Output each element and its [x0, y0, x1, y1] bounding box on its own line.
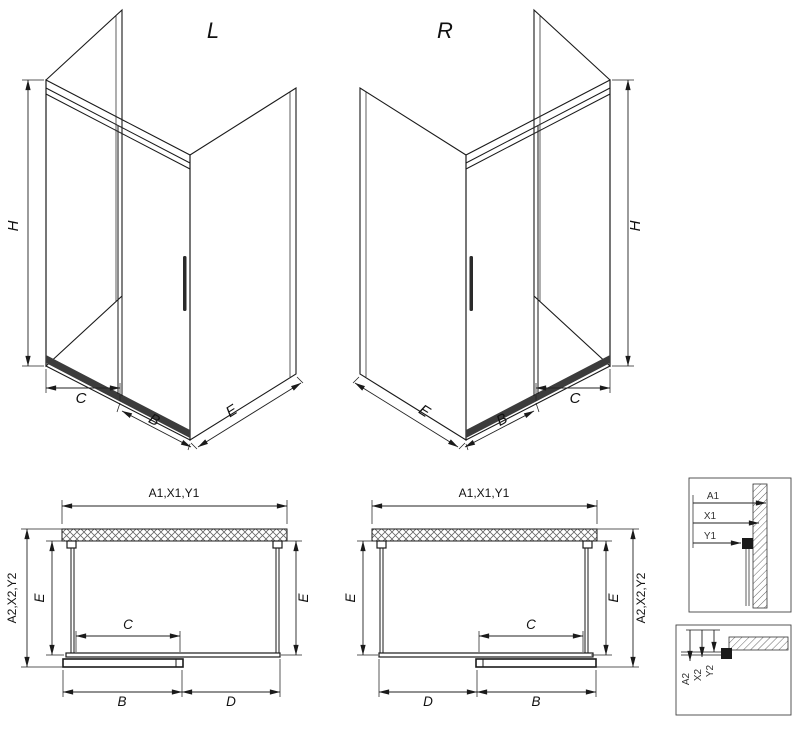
extension-lines — [46, 540, 65, 656]
dim-a2-right: A2,X2,Y2 — [596, 528, 648, 668]
dim-c-plan-right: C — [478, 617, 584, 652]
dimension-line — [354, 382, 459, 448]
sliding-door — [475, 658, 597, 668]
view-title-left: L — [207, 18, 219, 43]
glass-pane — [681, 651, 721, 656]
isometric-view-left: L H C B E — [5, 8, 304, 451]
dim-label-e: E — [296, 593, 311, 603]
side-glass-panel-left — [45, 8, 123, 368]
glass-clamp — [721, 648, 732, 659]
glass-pane — [745, 549, 750, 606]
dim-label-a2-group: A2,X2,Y2 — [634, 572, 648, 623]
dim-h-right: H — [612, 79, 644, 367]
dim-e-left: E — [190, 376, 304, 450]
dimension-line — [464, 410, 535, 448]
extension-lines — [478, 631, 584, 652]
side-glass-panel-left — [359, 87, 467, 441]
door-handle — [469, 256, 473, 311]
front-rail — [65, 652, 281, 658]
dim-label-e: E — [606, 593, 621, 603]
dim-label-y1: Y1 — [704, 531, 717, 542]
dimension-line — [197, 382, 302, 448]
extension-lines — [75, 631, 181, 652]
wall-mounting-bar — [61, 528, 288, 542]
dim-c-left: C — [45, 369, 121, 407]
extension-lines — [61, 500, 288, 524]
plan-view-left: A1,X1,Y1 C B D E E — [5, 486, 311, 709]
dim-label-x2: X2 — [693, 668, 704, 681]
dim-e-plan-left-side: E — [32, 540, 65, 656]
dim-label-a2-group: A2,X2,Y2 — [5, 572, 19, 623]
dim-a1-right: A1,X1,Y1 — [371, 486, 598, 524]
dim-a2-left: A2,X2,Y2 — [5, 528, 63, 668]
dim-label-a1-group: A1,X1,Y1 — [149, 486, 200, 500]
dim-e-plan-right-side: E — [590, 540, 621, 656]
dim-label-e: E — [32, 593, 47, 603]
glass-clamp — [742, 538, 753, 549]
extension-lines — [352, 376, 466, 450]
dim-label-c: C — [526, 617, 536, 632]
view-title-right: R — [437, 18, 453, 43]
dim-label-h: H — [627, 220, 644, 231]
wall-profile-cap-left — [66, 540, 77, 549]
wall-profile-section — [728, 636, 789, 651]
side-glass-walls — [379, 548, 589, 655]
dim-label-c: C — [123, 617, 133, 632]
detail-border — [675, 624, 792, 716]
dim-label-e: E — [343, 593, 358, 603]
wall-profile-cap-right — [582, 540, 593, 549]
detail-bottom-profile: A2 X2 Y2 — [675, 624, 792, 716]
sliding-door — [62, 658, 184, 668]
dim-e-right: E — [352, 376, 466, 450]
extension-lines — [371, 500, 598, 524]
wall-mounting-bar — [371, 528, 598, 542]
dim-label-c: C — [76, 390, 87, 407]
wall-profile-cap-left — [376, 540, 387, 549]
dim-c-plan-left: C — [75, 617, 181, 652]
dim-label-a1-group: A1,X1,Y1 — [459, 486, 510, 500]
front-rail — [378, 652, 594, 658]
door-leading-edge — [117, 126, 123, 396]
dim-label-b: B — [117, 694, 126, 709]
wall-profile-cap-right — [272, 540, 283, 549]
detail-top-profile: A1 X1 Y1 — [688, 477, 792, 613]
side-glass-panel-right — [189, 87, 297, 441]
dim-label-h: H — [5, 220, 22, 231]
dim-c-right: C — [535, 369, 611, 407]
dim-d-b-plan-right: D B — [378, 659, 597, 709]
side-glass-walls — [70, 548, 280, 655]
dim-b-d-plan-left: B D — [62, 659, 281, 709]
dim-label-b: B — [531, 694, 540, 709]
dim-h-left: H — [5, 79, 44, 367]
dim-label-d: D — [423, 694, 433, 709]
extension-lines — [190, 376, 304, 450]
dim-label-d: D — [226, 694, 236, 709]
dim-label-c: C — [570, 390, 581, 407]
side-glass-panel-right — [533, 8, 611, 368]
dim-e-plan-left-side: E — [343, 540, 378, 656]
door-handle — [183, 256, 187, 311]
dim-label-a1: A1 — [707, 491, 720, 502]
dim-label-x1: X1 — [704, 511, 717, 522]
extension-lines — [357, 540, 378, 656]
detail-border — [688, 477, 792, 613]
plan-view-right: A1,X1,Y1 C D B E E — [343, 486, 648, 709]
isometric-view-right: R H C B E — [352, 8, 644, 451]
dimension-line — [121, 410, 192, 448]
dim-e-plan-right-side: E — [281, 540, 311, 656]
dim-a1-left: A1,X1,Y1 — [61, 486, 288, 524]
door-leading-edge — [533, 126, 539, 396]
dim-label-y2: Y2 — [705, 664, 716, 677]
extension-lines — [22, 79, 44, 367]
dim-label-a2: A2 — [681, 672, 692, 685]
